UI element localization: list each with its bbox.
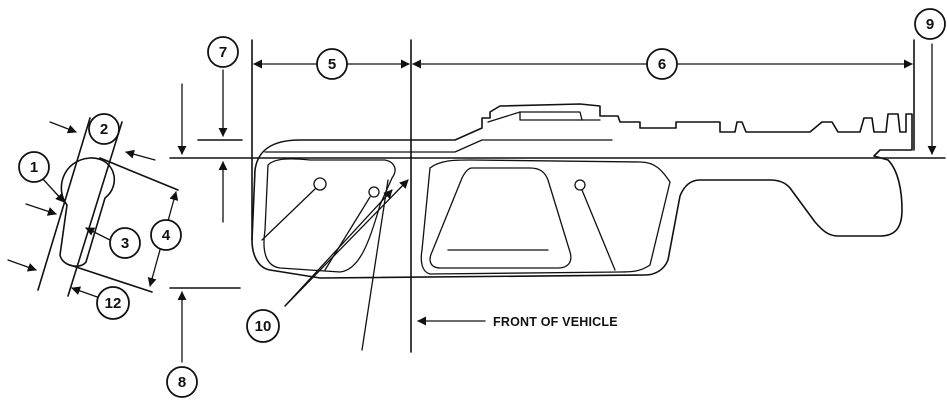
arrow-1b xyxy=(25,203,57,216)
reference-lines xyxy=(169,39,946,353)
rail-outline xyxy=(251,103,913,279)
callout-10-text: 10 xyxy=(255,318,272,335)
arrow-1 xyxy=(41,177,65,203)
pocket-2 xyxy=(420,159,671,275)
callout-6-text: 6 xyxy=(658,56,666,73)
callout-6: 6 xyxy=(646,48,678,80)
callout-3-text: 3 xyxy=(121,235,129,252)
callout-5: 5 xyxy=(316,48,348,80)
callout-12: 12 xyxy=(96,286,130,320)
callout-7: 7 xyxy=(207,36,239,68)
slit-3 xyxy=(581,189,616,271)
arrow-2-left xyxy=(49,121,77,134)
front-of-vehicle-label: FRONT OF VEHICLE xyxy=(493,315,618,329)
callout-8: 8 xyxy=(166,366,198,398)
callout-7-text: 7 xyxy=(219,44,227,61)
keyhole-dimensions xyxy=(7,121,179,299)
pocket-1 xyxy=(263,158,396,273)
rail-inner-top xyxy=(264,139,613,153)
separator-left xyxy=(361,179,389,351)
callout-3: 3 xyxy=(109,227,141,259)
keyhole-section xyxy=(37,117,179,297)
pin-hole-2 xyxy=(368,186,380,198)
arrow-3 xyxy=(85,227,113,242)
section-left-edge xyxy=(37,117,91,291)
callout-1-text: 1 xyxy=(30,159,38,176)
callout-4: 4 xyxy=(150,219,182,251)
arrow-12-right xyxy=(71,286,101,299)
rail-top-detail2 xyxy=(519,111,583,121)
pin-hole-3 xyxy=(574,179,586,191)
callout-12-text: 12 xyxy=(105,295,122,312)
section-right-edge xyxy=(67,121,123,297)
arrow-10-a xyxy=(284,189,393,307)
arrow-12-left xyxy=(7,259,37,272)
callout-4-text: 4 xyxy=(162,227,171,244)
callout-9: 9 xyxy=(914,8,946,40)
rail-part xyxy=(251,103,913,351)
callout-2: 2 xyxy=(88,113,120,145)
triangle-cutout xyxy=(429,167,572,269)
section-top-edge xyxy=(99,157,179,191)
slit-2 xyxy=(324,196,371,271)
rail-top-detail xyxy=(487,111,601,123)
slit-1 xyxy=(261,188,316,241)
pin-hole-1 xyxy=(313,177,327,191)
callout-2-text: 2 xyxy=(100,121,108,138)
callout-10: 10 xyxy=(246,309,280,343)
callout-8-text: 8 xyxy=(178,374,186,391)
callout-1: 1 xyxy=(18,151,50,183)
section-bottom-edge xyxy=(69,264,153,293)
callout-9-text: 9 xyxy=(926,16,934,33)
arrow-2-right xyxy=(125,149,156,161)
callout-5-text: 5 xyxy=(328,56,336,73)
arrow-10-b xyxy=(284,179,409,307)
